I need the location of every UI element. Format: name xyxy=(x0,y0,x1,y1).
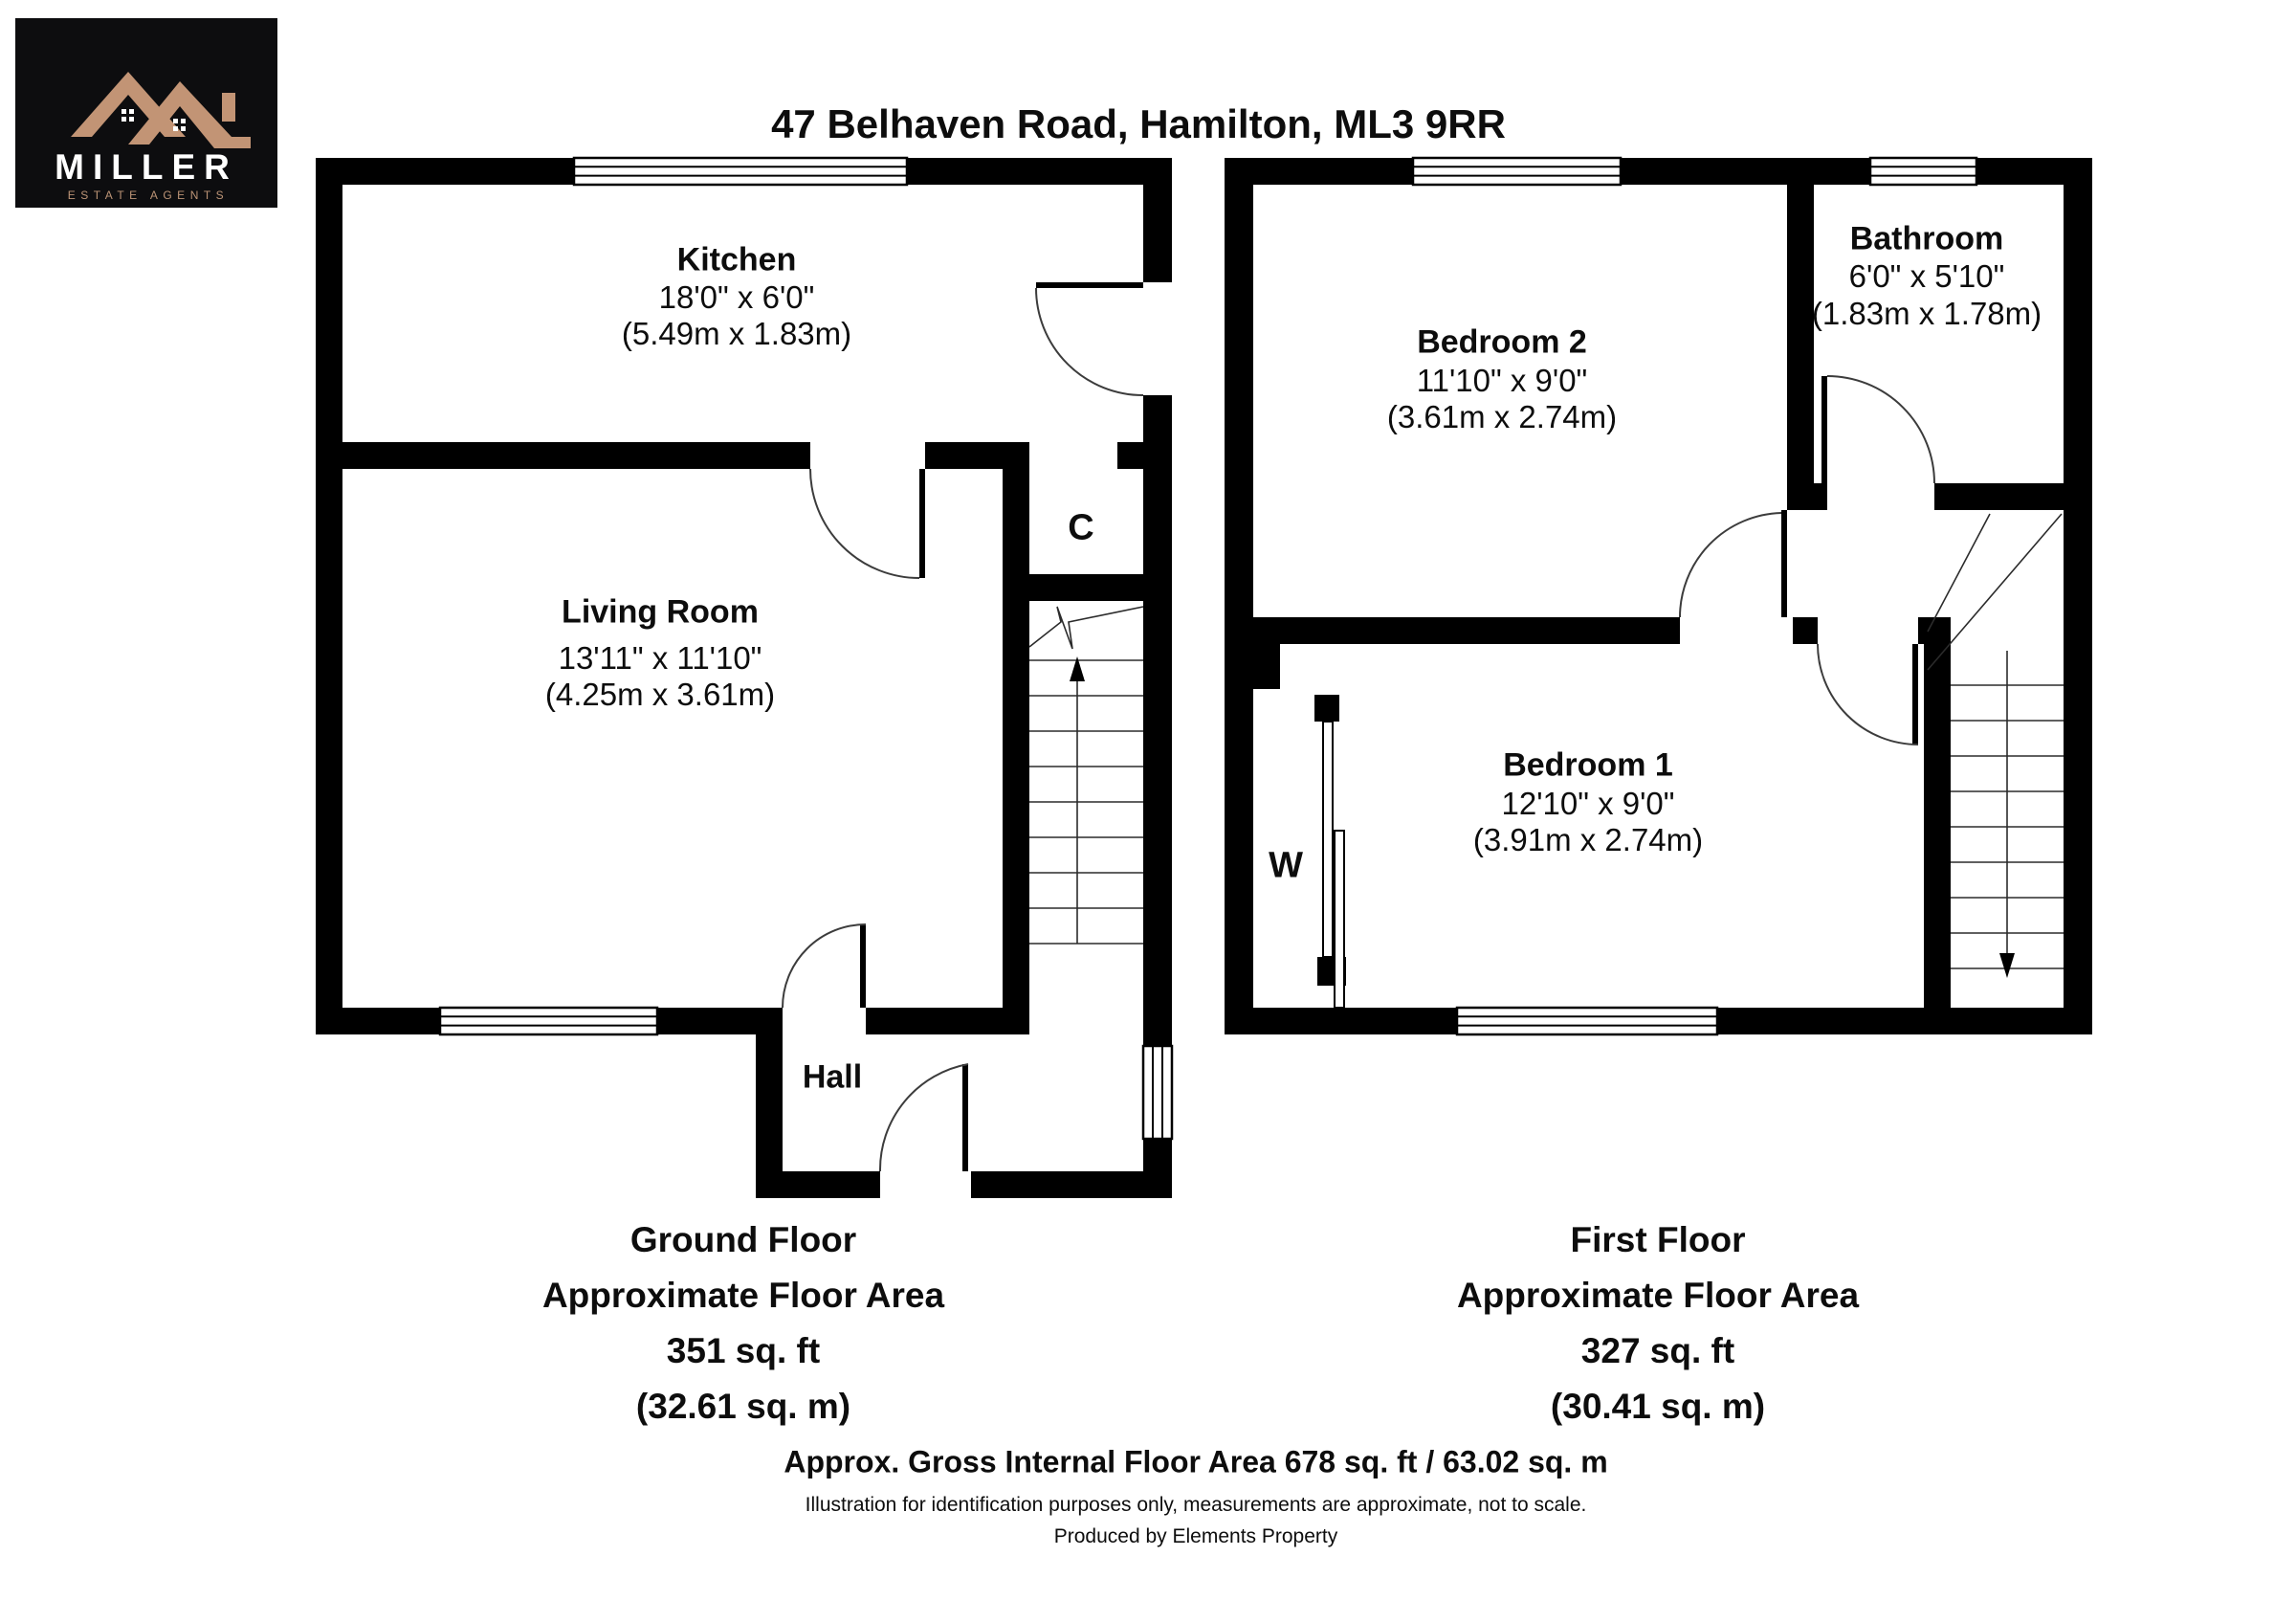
room-dims-bathroom-ft: 6'0" x 5'10" xyxy=(1848,258,2005,294)
room-label-bedroom1: Bedroom 1 xyxy=(1503,746,1673,784)
cupboard-label: C xyxy=(1068,507,1094,548)
logo-tagline-text: ESTATE AGENTS xyxy=(68,189,229,202)
agency-logo: MILLER ESTATE AGENTS xyxy=(15,18,277,208)
door-bedroom2 xyxy=(1679,510,1787,618)
ground-floor-walls xyxy=(316,158,1172,1198)
bedroom2-window xyxy=(1411,156,1623,187)
door-bedroom1 xyxy=(1817,643,1919,745)
ground-floor-area-m: (32.61 sq. m) xyxy=(635,1387,851,1426)
door-living-hall xyxy=(782,923,867,1009)
stair-winder-line xyxy=(1927,513,2063,671)
first-floor-area-m: (30.41 sq. m) xyxy=(1550,1387,1766,1426)
room-dims-living-ft: 13'11" x 11'10" xyxy=(558,640,762,676)
room-label-kitchen: Kitchen xyxy=(676,241,797,278)
page-title: 47 Belhaven Road, Hamilton, ML3 9RR xyxy=(771,101,1506,146)
logo-roofs-icon xyxy=(71,72,251,148)
gross-area-line: Approx. Gross Internal Floor Area 678 sq… xyxy=(784,1444,1608,1479)
stairs-down-arrow-icon xyxy=(1999,953,2015,978)
stair-break-line xyxy=(1028,606,1144,650)
wardrobe-sliding-doors xyxy=(1322,721,1345,1009)
room-dims-bedroom1-ft: 12'10" x 9'0" xyxy=(1501,786,1675,821)
first-floor-area-ft: 327 sq. ft xyxy=(1580,1331,1735,1370)
first-floor-title: First Floor xyxy=(1570,1220,1746,1259)
bathroom-window xyxy=(1868,156,1978,187)
door-bathroom xyxy=(1821,375,1935,484)
disclaimer-line: Illustration for identification purposes… xyxy=(805,1494,1587,1516)
bedroom1-window xyxy=(1455,1006,1719,1036)
produced-by-line: Produced by Elements Property xyxy=(1053,1525,1338,1547)
hall-side-window xyxy=(1141,1044,1174,1141)
stair-winder-line-2 xyxy=(1927,513,1991,633)
room-label-bathroom: Bathroom xyxy=(1849,220,2004,257)
ground-floor-title: Ground Floor xyxy=(629,1220,857,1259)
room-dims-kitchen-m: (5.49m x 1.83m) xyxy=(621,316,852,351)
room-dims-bedroom1-m: (3.91m x 2.74m) xyxy=(1472,822,1704,857)
kitchen-window xyxy=(572,156,909,187)
ground-floor-plan xyxy=(316,156,1174,1198)
room-dims-living-m: (4.25m x 3.61m) xyxy=(544,677,776,712)
stairs-up-arrow-icon xyxy=(1070,656,1085,681)
door-kitchen-living xyxy=(809,468,925,579)
room-label-bedroom2: Bedroom 2 xyxy=(1417,323,1587,361)
ground-floor-area-label: Approximate Floor Area xyxy=(541,1276,945,1315)
first-floor-area-label: Approximate Floor Area xyxy=(1456,1276,1860,1315)
room-dims-bathroom-m: (1.83m x 1.78m) xyxy=(1811,296,2042,331)
stairs-ground xyxy=(1028,606,1144,945)
living-room-window xyxy=(438,1006,659,1036)
room-dims-bedroom2-ft: 11'10" x 9'0" xyxy=(1416,363,1588,398)
wardrobe-label: W xyxy=(1269,845,1303,886)
door-kitchen-back xyxy=(1035,282,1144,396)
room-dims-kitchen-ft: 18'0" x 6'0" xyxy=(658,279,815,315)
room-label-living-room: Living Room xyxy=(562,593,759,631)
room-dims-bedroom2-m: (3.61m x 2.74m) xyxy=(1386,399,1618,434)
logo-brand-text: MILLER xyxy=(55,147,238,187)
room-label-hall: Hall xyxy=(802,1058,863,1096)
ground-floor-area-ft: 351 sq. ft xyxy=(666,1331,821,1370)
stairs-first xyxy=(1927,513,2064,978)
first-floor-plan xyxy=(1225,156,2092,1036)
logo-window-panes xyxy=(121,109,186,131)
front-door xyxy=(878,1063,969,1172)
